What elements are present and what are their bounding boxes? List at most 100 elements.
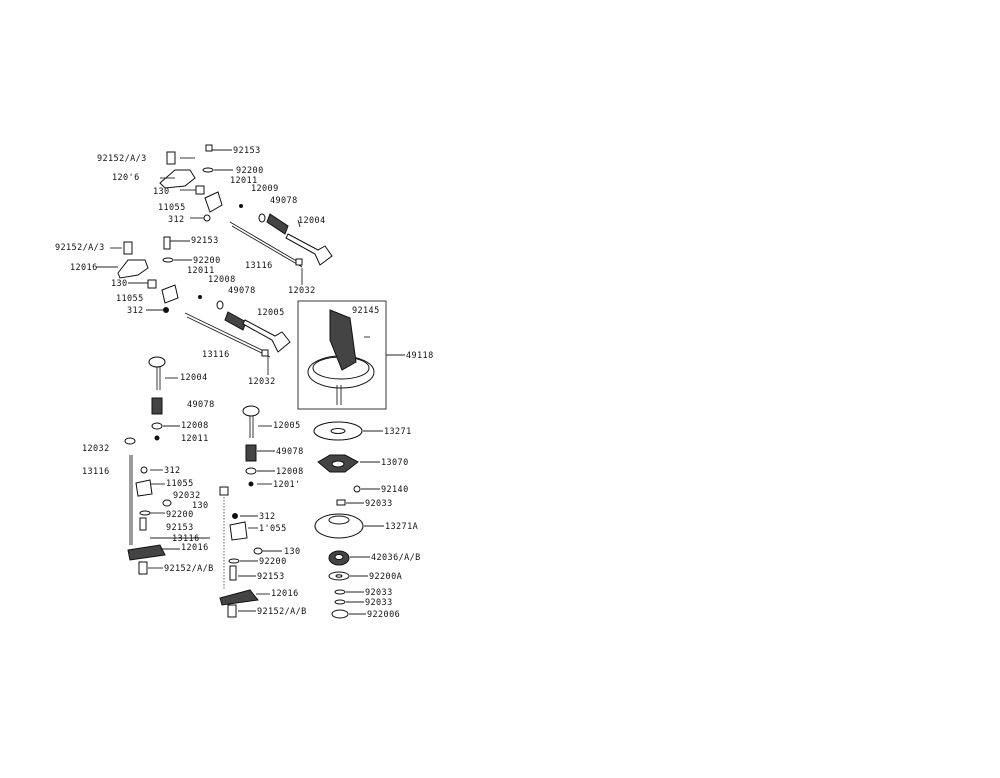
part-label: 92200 [259,557,287,567]
part-label: 92033 [365,588,393,598]
guide-11055 [135,479,153,497]
part-label: 12011 [187,266,215,276]
part-label: 12011 [181,434,209,444]
part-label: 92033 [365,499,393,509]
part-label: 92153 [233,146,261,156]
valve-head-12005 [242,405,260,417]
part-label: 92032 [173,491,201,501]
valve-head-12004 [148,356,166,368]
bolt-92153 [139,517,147,531]
nut-130-part [195,185,205,195]
part-label: 12016 [70,263,98,273]
part-label: 13271 [384,427,412,437]
part-label: 92140 [381,485,409,495]
part-label: 11055 [158,203,186,213]
spring-49078-part [224,311,247,331]
part-label: 49078 [187,400,215,410]
part-label: 922006 [367,610,401,620]
retainer-312 [232,513,238,519]
part-label: 13116 [202,350,230,360]
pivot-nut-part [123,241,133,255]
vertical-assembly-left [124,356,229,575]
spring-49078-part [266,213,289,235]
rocker-arm-part [117,259,149,279]
nut-92152 [227,604,237,618]
collet-part [198,295,202,299]
part-label: 92153 [191,236,219,246]
pushrod-13116-part [184,312,269,354]
pivot-nut-part [166,151,176,165]
valve-12004-part [285,233,333,266]
rocker-assembly-upper [159,144,333,285]
part-label: 12032 [248,377,276,387]
part-label: 49078 [276,447,304,457]
washer-92200-part [202,167,214,173]
part-label: 92152/A/3 [97,154,147,164]
camshaft-part [329,309,357,371]
valve-guide-part [204,191,223,213]
part-label: 13116 [82,467,110,477]
part-label: 12016 [271,589,299,599]
part-label: 92033 [365,598,393,608]
part-label: 13116 [172,534,200,544]
rocker-12016 [219,589,259,606]
part-label: 12009 [251,184,279,194]
part-label: 12008 [208,275,236,285]
part-label: 120'6 [112,173,140,183]
part-label: 92153 [257,572,285,582]
part-label: 130 [153,187,170,197]
guide-11055 [229,521,248,541]
part-label: 312 [164,466,181,476]
pushrod-13116-part [229,221,301,264]
collet-part [239,204,243,208]
vertical-assembly-right [219,405,282,618]
nut-130 [162,499,172,507]
cap-12032-part [261,349,269,357]
valve-guide-part [161,284,179,304]
plate-13271A [314,513,364,539]
part-label: 13116 [245,261,273,271]
washer-92033 [336,499,346,506]
part-label: 12011 [230,176,258,186]
washer-92033 [334,589,346,595]
seal-12008-part [216,300,224,310]
rocker-arm-part [159,169,196,189]
part-label: 12008 [181,421,209,431]
spring-49078 [151,397,163,415]
retainer-312-part [203,214,211,222]
cap-12032-part [295,258,303,266]
part-label: 92152/A/3 [55,243,105,253]
part-label: 92145 [352,306,380,316]
part-label: 130 [192,501,209,511]
seal-12008 [245,467,257,475]
part-label: 130 [284,547,301,557]
seal-12009-part [258,213,266,223]
part-label: 13271A [385,522,419,532]
part-label: 11055 [166,479,194,489]
part-label: 12008 [276,467,304,477]
part-label: 49118 [406,351,434,361]
washer-92200 [228,558,240,564]
retainer-312 [140,466,148,474]
part-label: 130 [111,279,128,289]
collet-12011 [154,435,160,441]
part-label: 12004 [298,216,326,226]
washer-92200 [139,510,151,516]
seal-12008 [151,422,163,430]
part-label: 312 [168,215,185,225]
cap-92032 [219,486,229,496]
washer-92200-part [162,257,174,263]
part-label: 312 [127,306,144,316]
part-label: 42036/A/B [371,553,421,563]
pin-92140 [353,485,361,493]
part-label: 12005 [257,308,285,318]
part-label: 92200 [236,166,264,176]
bolt-92153 [229,565,237,581]
part-label: 49078 [228,286,256,296]
nut-130-part [147,279,157,289]
part-label: 92152/A/B [164,564,214,574]
part-label: 92153 [166,523,194,533]
part-label: 92200 [166,510,194,520]
part-label: 49078 [270,196,298,206]
